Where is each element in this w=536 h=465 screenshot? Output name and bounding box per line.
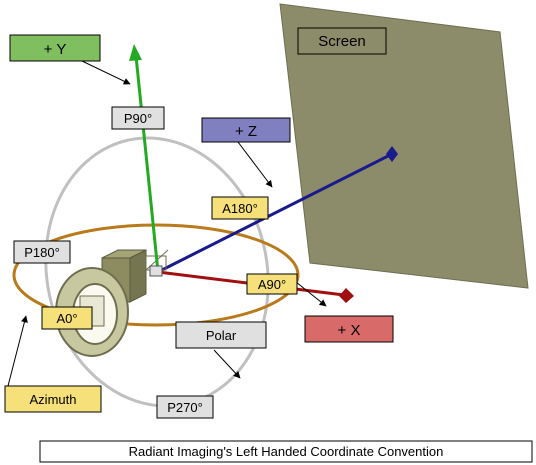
azimuth-label-box [4,385,102,413]
plus-x-label: + X [338,322,361,339]
origin-marker [149,265,163,277]
azimuth-label: Azimuth [30,392,77,407]
y-axis-head [129,44,142,61]
a180-label-box [211,196,269,220]
x-axis-head [339,288,354,303]
p180-label-box [13,240,71,264]
a0-label: A0° [56,311,77,326]
p90-label-box [111,106,165,130]
polar-pointer [213,349,241,379]
azimuth-pointer [7,315,28,387]
caption: Radiant Imaging's Left Handed Coordinate… [129,444,444,459]
y-axis [134,55,160,273]
screen-label-box [297,27,387,55]
p270-label-box [156,395,214,419]
a180-label: A180° [222,201,258,216]
plus-x-label-box [304,315,394,343]
a0-label-box [41,306,93,330]
screen-label: Screen [318,33,366,50]
p270-label: P270° [167,400,203,415]
plus-y-label-box [9,34,101,62]
p90-label: P90° [124,111,152,126]
polar-label-box [175,321,267,349]
a90-label-box [246,273,298,295]
caption-box [39,440,533,463]
plus-y-pointer [81,60,131,85]
z-axis-head [386,146,398,162]
plus-y-label: + Y [44,41,67,58]
z-axis [157,152,393,274]
polar-label: Polar [206,328,237,343]
screen-plane [279,3,529,289]
p180-label: P180° [24,245,60,260]
a90-label: A90° [258,277,286,292]
plus-x-pointer [295,281,327,307]
plus-z-label-box [201,117,291,143]
azimuth-ring [12,223,300,327]
plus-z-pointer [237,141,273,188]
plus-z-label: + Z [235,123,257,140]
